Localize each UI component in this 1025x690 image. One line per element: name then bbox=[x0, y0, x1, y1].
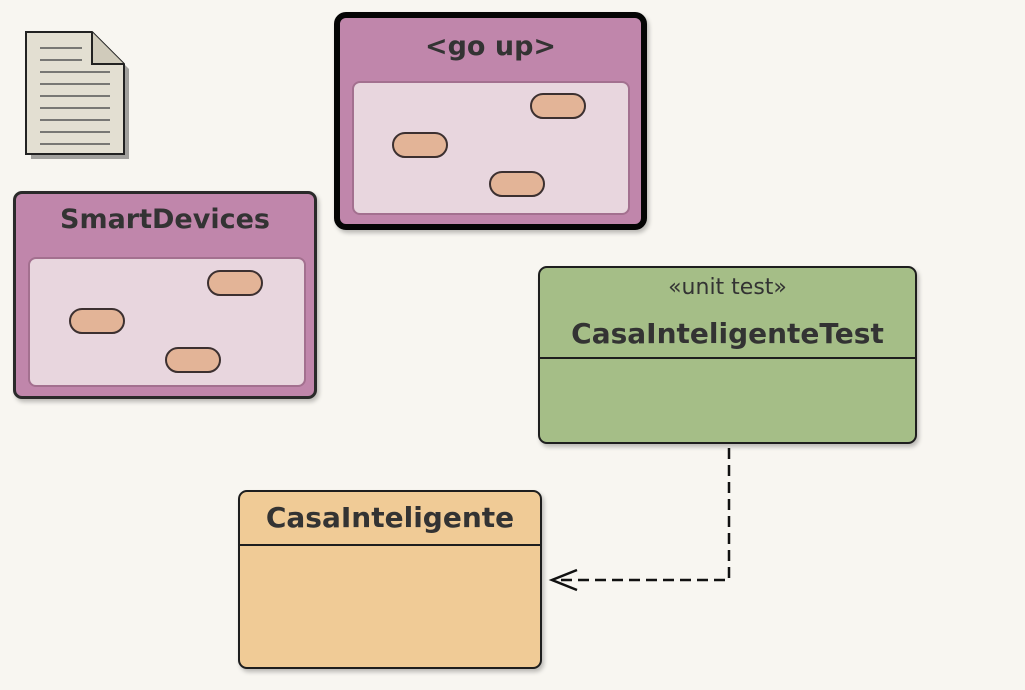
class-title: CasaInteligente bbox=[265, 501, 515, 534]
package-icon bbox=[352, 81, 630, 215]
open-arrow-head-icon bbox=[548, 568, 578, 592]
package-icon bbox=[28, 257, 306, 387]
class-stereotype: «unit test» bbox=[668, 275, 787, 300]
package-glyph-pill bbox=[530, 93, 586, 119]
class-casainteligente[interactable]: CasaInteligente bbox=[238, 490, 542, 669]
package-title: SmartDevices bbox=[60, 204, 270, 235]
document-icon[interactable] bbox=[22, 28, 132, 160]
dependency-edge[interactable] bbox=[552, 448, 731, 582]
package-glyph-pill bbox=[165, 347, 221, 373]
class-divider bbox=[540, 357, 915, 359]
package-glyph-pill bbox=[489, 171, 545, 197]
package-go-up[interactable]: <go up> bbox=[334, 12, 647, 230]
package-glyph-pill bbox=[207, 270, 263, 296]
package-title: <go up> bbox=[424, 31, 557, 62]
package-glyph-pill bbox=[392, 132, 448, 158]
package-smartdevices[interactable]: SmartDevices bbox=[13, 191, 317, 399]
class-divider bbox=[240, 544, 540, 546]
class-casainteligentetest[interactable]: «unit test» CasaInteligenteTest bbox=[538, 266, 917, 444]
package-glyph-pill bbox=[69, 308, 125, 334]
class-title: CasaInteligenteTest bbox=[571, 317, 884, 350]
